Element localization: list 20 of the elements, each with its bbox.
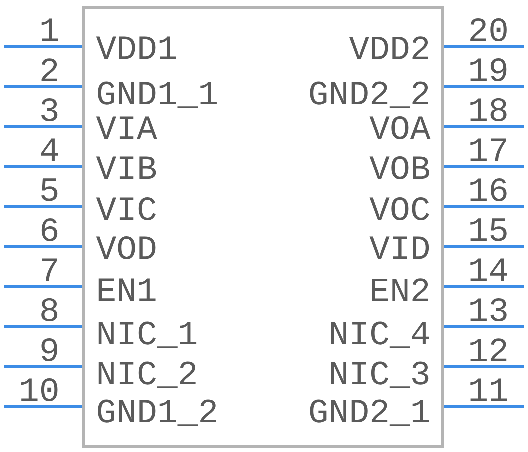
pin-name: VID	[370, 236, 430, 260]
pin-name: VOA	[370, 116, 431, 140]
pin-name: EN1	[98, 278, 156, 302]
pin-name: VIB	[96, 156, 156, 180]
pin-name: NIC_3	[331, 362, 429, 388]
pin-name: VOD	[96, 236, 156, 260]
pin-name: GND2_2	[310, 82, 428, 108]
pin-name: VOB	[370, 156, 430, 180]
pin-name: NIC_2	[98, 362, 196, 388]
pin-name: VDD2	[349, 36, 428, 60]
pin-name: VOC	[370, 197, 430, 221]
pin-name: NIC_1	[98, 322, 197, 348]
pin-name: VDD1	[96, 36, 176, 60]
pin-name: VIA	[96, 116, 158, 140]
pin-name: NIC_4	[331, 322, 430, 348]
pin-name: VIC	[96, 197, 156, 221]
pin-name: GND1_2	[98, 400, 216, 426]
pin-name: GND1_1	[98, 82, 217, 108]
pin-name: GND2_1	[310, 400, 430, 426]
pin-name: EN2	[372, 278, 428, 302]
